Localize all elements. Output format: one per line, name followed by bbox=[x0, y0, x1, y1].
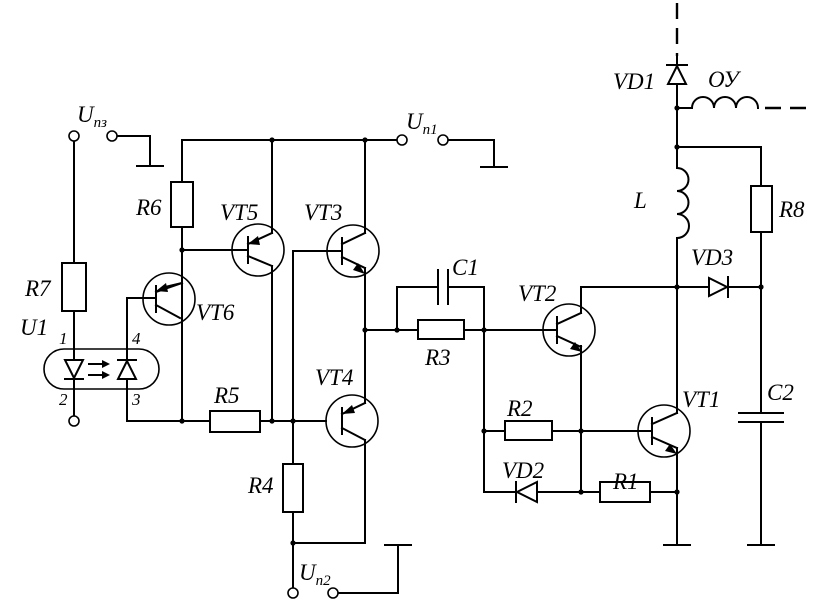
optocoupler-u1 bbox=[43, 348, 160, 390]
pin-3-label: 3 bbox=[131, 390, 141, 409]
label-l: L bbox=[633, 188, 647, 213]
label-vd1: VD1 bbox=[613, 69, 655, 94]
label-r3: R3 bbox=[424, 345, 451, 370]
resistor-r1 bbox=[599, 481, 651, 503]
capacitor-c1 bbox=[437, 269, 449, 305]
coil-ou bbox=[690, 96, 760, 110]
label-vd2: VD2 bbox=[502, 458, 544, 483]
transistor-vt4 bbox=[325, 394, 379, 448]
label-vt5: VT5 bbox=[220, 200, 258, 225]
label-vd3: VD3 bbox=[691, 245, 733, 270]
resistor-r5 bbox=[209, 410, 261, 433]
transistor-vt5 bbox=[231, 223, 285, 277]
label-vt4: VT4 bbox=[315, 365, 353, 390]
label-up1-main: U bbox=[406, 109, 424, 134]
label-up1-sub: п1 bbox=[423, 122, 438, 138]
wires bbox=[73, 84, 775, 594]
diode-vd1 bbox=[666, 55, 688, 85]
label-c1: C1 bbox=[452, 255, 479, 280]
junction-dots bbox=[179, 105, 764, 546]
diode-vd3 bbox=[708, 276, 730, 298]
transistor-vt3 bbox=[326, 224, 380, 278]
label-up2-main: U bbox=[299, 560, 317, 585]
resistor-r7 bbox=[61, 262, 87, 312]
label-c2: C2 bbox=[767, 380, 794, 405]
pin-4-label: 4 bbox=[132, 329, 141, 348]
label-r8: R8 bbox=[778, 197, 805, 222]
label-r5: R5 bbox=[213, 383, 240, 408]
inductor-l bbox=[675, 166, 690, 240]
pin-2-label: 2 bbox=[59, 390, 68, 409]
label-upz-sub: пз bbox=[94, 115, 108, 131]
resistor-r6 bbox=[170, 181, 194, 228]
label-up2: Uп2 bbox=[299, 560, 331, 589]
transistor-vt2 bbox=[542, 303, 596, 357]
label-r1: R1 bbox=[612, 469, 639, 494]
label-ou: ОУ bbox=[708, 67, 741, 92]
pin-1-label: 1 bbox=[59, 329, 68, 348]
transistor-vt6 bbox=[142, 272, 196, 326]
resistor-r8 bbox=[750, 185, 773, 233]
resistor-r3 bbox=[417, 319, 465, 340]
label-vt6: VT6 bbox=[196, 300, 235, 325]
label-upz: Uпз bbox=[77, 102, 107, 131]
resistor-r4 bbox=[282, 463, 304, 513]
label-vt1: VT1 bbox=[682, 387, 720, 412]
label-up1: Uп1 bbox=[406, 109, 438, 138]
label-u1: U1 bbox=[20, 315, 48, 340]
terminals bbox=[68, 130, 449, 599]
label-r2: R2 bbox=[506, 396, 533, 421]
transistor-vt1 bbox=[637, 404, 691, 458]
label-r7: R7 bbox=[24, 276, 52, 301]
label-vt2: VT2 bbox=[518, 281, 556, 306]
label-vt3: VT3 bbox=[304, 200, 342, 225]
label-r6: R6 bbox=[135, 195, 162, 220]
resistor-r2 bbox=[504, 420, 553, 441]
diode-vd2 bbox=[514, 480, 538, 504]
label-r4: R4 bbox=[247, 473, 274, 498]
label-up2-sub: п2 bbox=[316, 573, 332, 589]
capacitor-c2 bbox=[738, 412, 784, 423]
label-upz-main: U bbox=[77, 102, 95, 127]
